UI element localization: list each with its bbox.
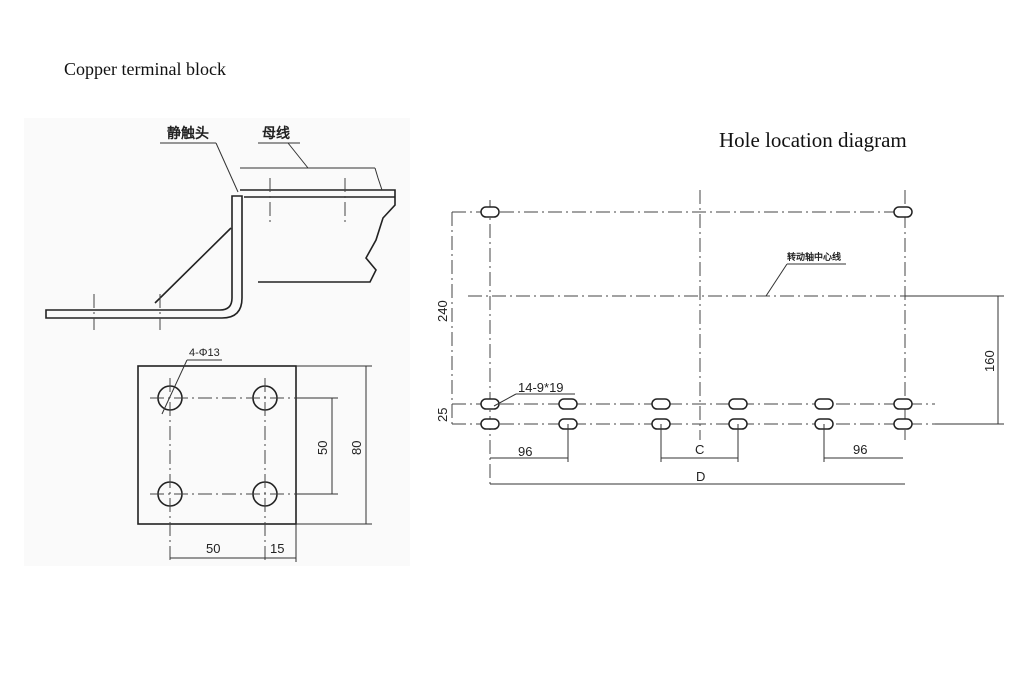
hole-callout-label: 4-Φ13: [189, 347, 220, 359]
terminal-block-title: Copper terminal block: [64, 59, 226, 79]
slot: [480, 206, 500, 218]
static-contact-label: 静触头: [167, 125, 209, 142]
dim-left-spacing: 96: [518, 444, 532, 459]
slot: [480, 418, 500, 430]
terminal-plate-view: 4-Φ13 50 80 50 15: [137, 347, 372, 562]
dim-vertical-inner: 50: [315, 441, 330, 455]
slot: [728, 398, 748, 410]
slot: [558, 398, 578, 410]
gusset-line: [154, 227, 232, 304]
busbar-outline: [240, 189, 396, 283]
slot-callout-leader: [493, 393, 517, 407]
dim-row-gap: 25: [435, 408, 450, 422]
leader-static-contact-diag: [215, 142, 239, 193]
left-drawing-area: [24, 118, 410, 566]
busbar-break: [374, 167, 383, 191]
slot-callout-label: 14-9*19: [518, 380, 564, 395]
slot: [814, 398, 834, 410]
hole-location-diagram: 转动轴中心线 14-9*19 240 25 160 96 C 96 D: [435, 190, 1004, 486]
terminal-side-view: 静触头 母线: [45, 125, 396, 330]
slot: [893, 418, 913, 430]
l-bracket: [45, 195, 243, 319]
terminal-plate: [137, 365, 297, 525]
busbar-label: 母线: [262, 125, 290, 142]
leader-busbar-diag: [287, 142, 309, 169]
slot: [480, 398, 500, 410]
axis-label-leader: [765, 263, 788, 297]
hole-diagram-title: Hole location diagram: [719, 128, 907, 152]
slot: [893, 398, 913, 410]
dim-right-spacing: 96: [853, 442, 867, 457]
dim-horizontal-edge: 15: [270, 541, 284, 556]
dim-center: C: [695, 442, 704, 457]
dim-vertical-outer: 80: [349, 441, 364, 455]
dim-height-total: 240: [435, 300, 450, 322]
hole-callout-leader: [161, 359, 188, 415]
rotation-axis-label: 转动轴中心线: [787, 251, 841, 263]
dim-to-centerline: 160: [982, 350, 997, 372]
slot: [893, 206, 913, 218]
dim-overall: D: [696, 469, 705, 484]
slot: [651, 398, 671, 410]
dim-horizontal-spacing: 50: [206, 541, 220, 556]
